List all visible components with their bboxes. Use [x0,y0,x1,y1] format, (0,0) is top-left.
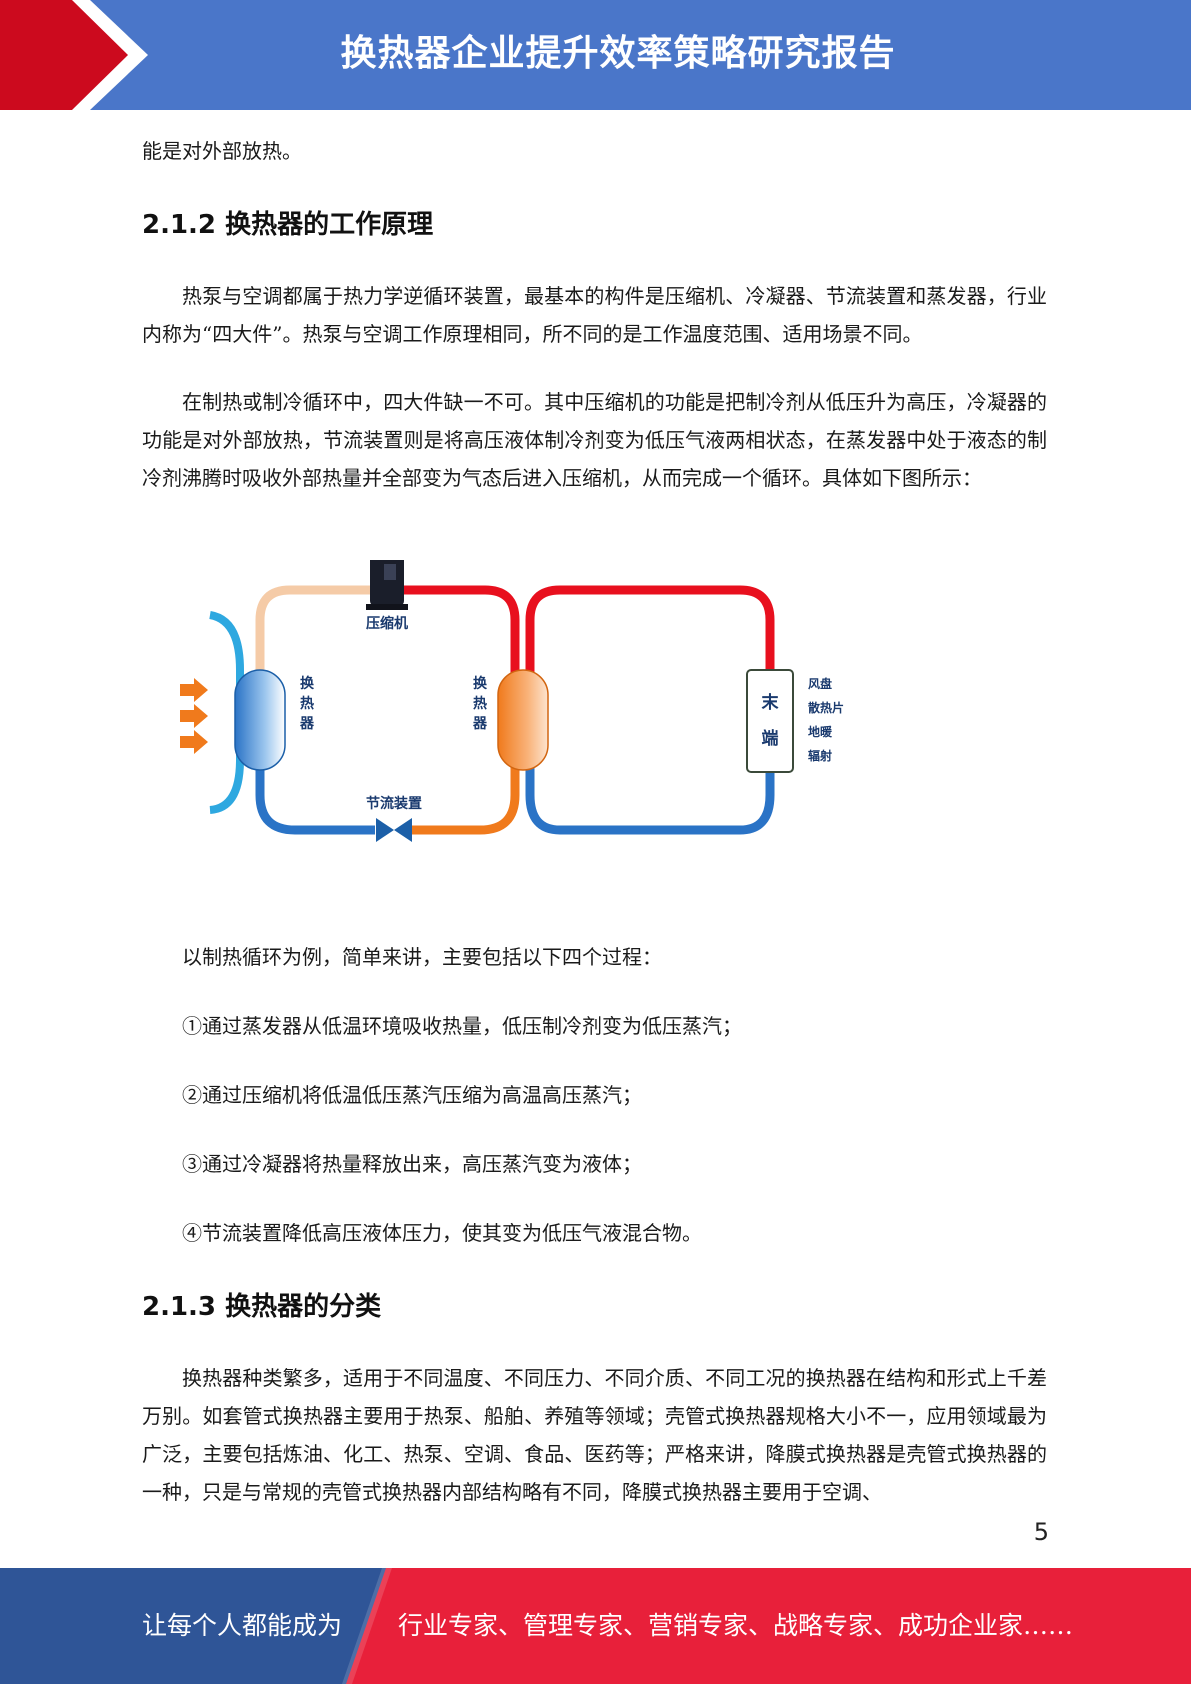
footer-background [0,1568,1191,1684]
section-heading-2-1-2: 2.1.2 换热器的工作原理 [142,210,434,240]
terminal-char-1: 末 [762,692,780,713]
report-title: 换热器企业提升效率策略研究报告 [340,33,896,74]
terminal-char-2: 端 [762,728,779,749]
terminal-type-radiant: 辐射 [808,748,832,763]
pipe-liquid [410,740,520,835]
step-1: ①通过蒸发器从低温环境吸收热量，低压制冷剂变为低压蒸汽； [182,1014,742,1038]
terminal-unit [746,669,794,773]
paragraph: 热泵与空调都属于热力学逆循环装置，最基本的构件是压缩机、冷凝器、节流装置和蒸发器… [142,284,1047,346]
throttle-label: 节流装置 [366,795,422,812]
page-header: 换热器企业提升效率策略研究报告 [0,0,1191,110]
heat-exchanger-middle [497,669,549,771]
terminal-type-radiator: 散热片 [808,700,844,715]
hx-left-char-1: 换 [300,675,315,692]
page-number: 5 [1033,1518,1049,1546]
hx-mid-char-1: 换 [473,675,488,692]
pipe-low-pressure [255,745,375,835]
paragraph: 换热器种类繁多，适用于不同温度、不同压力、不同介质、不同工况的换热器在结构和形式… [142,1366,1047,1504]
hx-mid-char-3: 器 [472,716,488,732]
hx-left-char-2: 热 [300,695,314,712]
document-body: 能是对外部放热。 2.1.2 换热器的工作原理 热泵与空调都属于热力学逆循环装置… [142,132,1047,497]
compressor-icon [366,560,408,610]
heat-pump-cycle-diagram: 压缩机 换 热 器 换 热 器 末 端 风盘 散热片 地暖 辐射 节流装置 [180,560,900,900]
step-2: ②通过压缩机将低温低压蒸汽压缩为高温高压蒸汽； [182,1083,642,1107]
heat-inflow-arrows-icon [180,678,208,754]
pipe-suction [255,585,385,690]
heat-exchanger-left [234,669,286,771]
throttle-valve-icon [376,818,412,842]
terminal-type-floor-heating: 地暖 [808,724,833,739]
pipe-cold-return [525,740,775,835]
header-red-arrow [0,0,148,110]
paragraph-continuation: 能是对外部放热。 [142,139,302,163]
paragraph: 以制热循环为例，简单来讲，主要包括以下四个过程： [182,945,662,969]
footer-slogan-left: 让每个人都能成为 [142,1611,343,1640]
compressor-label: 压缩机 [366,615,408,632]
section-heading-2-1-3: 2.1.3 换热器的分类 [142,1292,382,1322]
hx-mid-char-2: 热 [473,695,487,712]
hx-left-char-3: 器 [299,716,315,732]
terminal-type-fan-coil: 风盘 [808,676,832,691]
page-footer: 让每个人都能成为 行业专家、管理专家、营销专家、战略专家、成功企业家…… [0,1568,1191,1684]
paragraph: 在制热或制冷循环中，四大件缺一不可。其中压缩机的功能是把制冷剂从低压升为高压，冷… [142,390,1047,490]
footer-slogan-right: 行业专家、管理专家、营销专家、战略专家、成功企业家…… [398,1611,1074,1640]
document-body-lower: 以制热循环为例，简单来讲，主要包括以下四个过程： ①通过蒸发器从低温环境吸收热量… [142,938,1047,1511]
step-4: ④节流装置降低高压液体压力，使其变为低压气液混合物。 [182,1221,702,1245]
cycle-diagram-svg: 压缩机 换 热 器 换 热 器 末 端 风盘 散热片 地暖 辐射 节流装置 [180,560,844,842]
pipe-discharge [400,585,520,690]
pipe-hot-supply [525,585,775,690]
step-3: ③通过冷凝器将热量释放出来，高压蒸汽变为液体； [182,1152,642,1176]
